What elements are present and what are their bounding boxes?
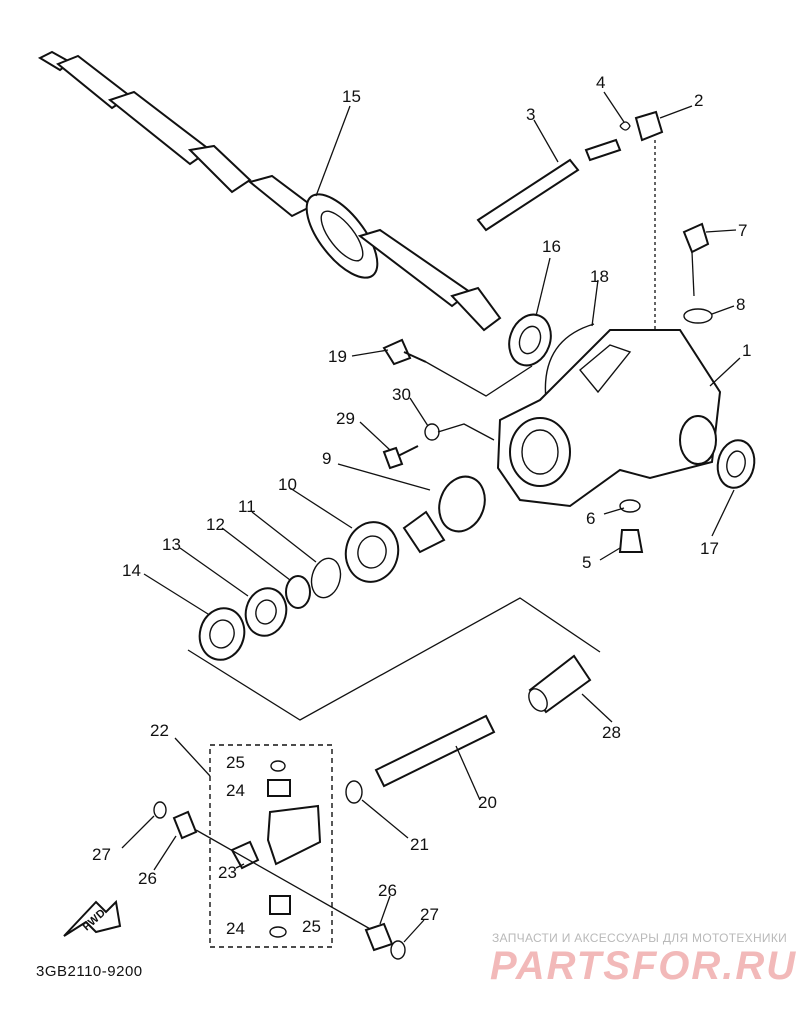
callout-21: 21 — [410, 835, 429, 854]
watermark-brand: PARTSFOR.RU — [490, 944, 798, 988]
circlip-11[interactable] — [307, 555, 344, 601]
leader-lines — [121, 91, 741, 943]
callout-3: 3 — [526, 105, 535, 124]
bushing-26-right[interactable] — [364, 922, 394, 952]
clip-4[interactable] — [619, 121, 631, 131]
callout-6: 6 — [586, 509, 595, 528]
gear-case-1[interactable] — [496, 329, 722, 508]
drive-shaft-15[interactable] — [37, 50, 502, 332]
drain-plug-5[interactable] — [618, 529, 644, 553]
callout-15: 15 — [342, 87, 361, 106]
watermark-tagline: ЗАПЧАСТИ И АКСЕССУАРЫ ДЛЯ МОТОТЕХНИКИ — [492, 931, 788, 945]
circlip-25-top[interactable] — [270, 760, 286, 772]
circlip-21[interactable] — [345, 780, 363, 804]
callout-1: 1 — [742, 341, 751, 360]
callout-9: 9 — [322, 449, 331, 468]
pinion-gear-9[interactable] — [402, 470, 492, 554]
callout-14: 14 — [122, 561, 141, 580]
callout-2: 2 — [694, 91, 703, 110]
breather-hose-3[interactable] — [476, 158, 580, 232]
bushing-26-left[interactable] — [172, 810, 198, 840]
bearing-cup-24-bottom[interactable] — [269, 895, 291, 915]
washer-30[interactable] — [424, 423, 440, 441]
callout-27-left: 27 — [92, 845, 111, 864]
callout-30: 30 — [392, 385, 411, 404]
callout-13: 13 — [162, 535, 181, 554]
callout-4: 4 — [596, 73, 605, 92]
drive-shaft-20[interactable] — [374, 714, 496, 788]
callout-8: 8 — [736, 295, 745, 314]
oil-level-plug-7[interactable] — [682, 222, 710, 254]
callout-19: 19 — [328, 347, 347, 366]
callout-25-top: 25 — [226, 753, 245, 772]
callout-17: 17 — [700, 539, 719, 558]
fwd-arrow-icon: FWD — [63, 899, 122, 937]
callout-27-right: 27 — [420, 905, 439, 924]
callout-28: 28 — [602, 723, 621, 742]
callout-12: 12 — [206, 515, 225, 534]
yoke[interactable] — [266, 804, 322, 866]
callout-23: 23 — [218, 863, 237, 882]
callout-29: 29 — [336, 409, 355, 428]
callout-labels: 1 2 3 4 5 6 7 8 9 10 11 12 13 14 15 16 1… — [92, 73, 751, 938]
callout-26-right: 26 — [378, 881, 397, 900]
breather-fitting-2[interactable] — [634, 110, 664, 142]
callout-20: 20 — [478, 793, 497, 812]
callout-16: 16 — [542, 237, 561, 256]
oil-seal-12[interactable] — [285, 575, 311, 609]
circlip-27-left[interactable] — [153, 801, 167, 819]
circlip-25-bottom[interactable] — [269, 926, 287, 938]
o-ring-8[interactable] — [683, 308, 713, 324]
callout-11: 11 — [238, 497, 256, 516]
callout-7: 7 — [738, 221, 747, 240]
callout-10: 10 — [278, 475, 297, 494]
callout-26-left: 26 — [138, 869, 157, 888]
callout-5: 5 — [582, 553, 591, 572]
bolt-19[interactable] — [382, 338, 427, 366]
callout-25-bottom: 25 — [302, 917, 321, 936]
breather-hose-3b[interactable] — [584, 138, 622, 162]
callout-24-bottom: 24 — [226, 919, 245, 938]
gasket-6[interactable] — [619, 499, 641, 513]
callout-18: 18 — [590, 267, 609, 286]
diagram-code: 3GB2110-9200 — [36, 963, 143, 980]
group-label-22: 22 — [150, 721, 169, 740]
o-ring-18[interactable] — [544, 323, 595, 401]
callout-24-top: 24 — [226, 781, 245, 800]
bolt-29[interactable] — [382, 445, 419, 470]
bearing-cup-24-top[interactable] — [267, 779, 291, 797]
circlip-27-right[interactable] — [390, 940, 406, 960]
